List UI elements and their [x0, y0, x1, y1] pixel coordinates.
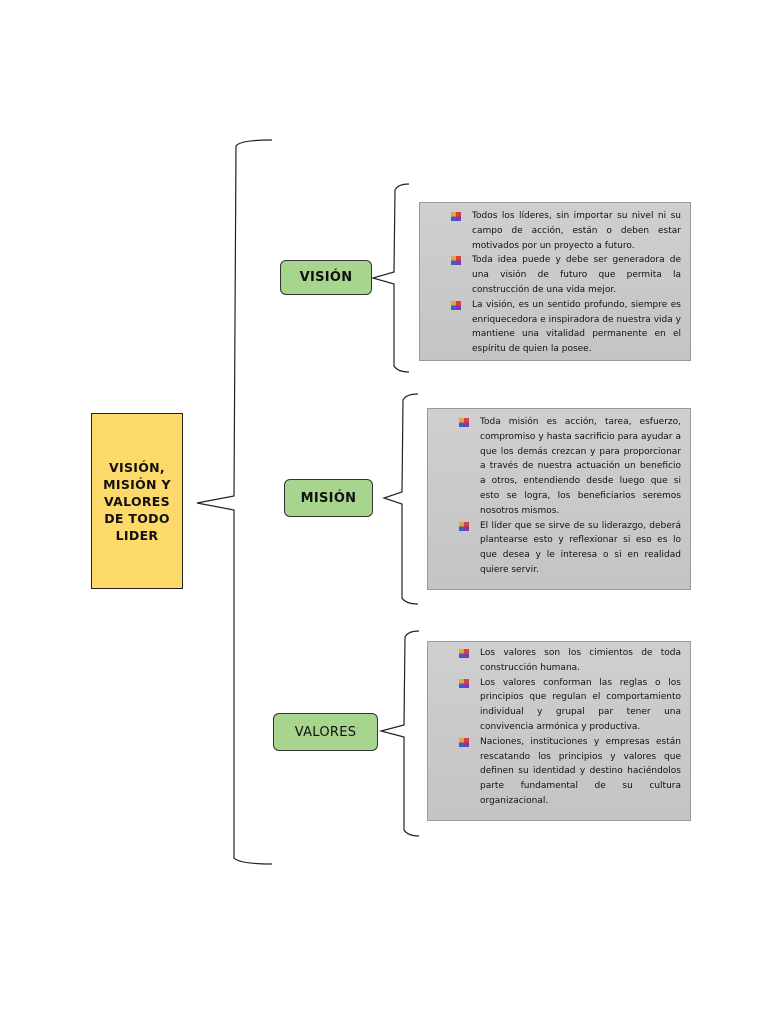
- root-concept-box: VISIÓN, MISIÓN Y VALORES DE TODO LIDER: [91, 413, 183, 589]
- list-item: Todos los líderes, sin importar su nivel…: [446, 209, 681, 253]
- main-bracket: [196, 139, 273, 865]
- multicolor-square-bullet-icon: [459, 678, 469, 688]
- mision-info-box: Toda misión es acción, tarea, esfuerzo, …: [427, 408, 691, 590]
- multicolor-square-bullet-icon: [451, 300, 461, 310]
- list-item: Toda idea puede y debe ser generadora de…: [446, 253, 681, 297]
- branch-valores-label: VALORES: [294, 724, 357, 740]
- root-title: VISIÓN, MISIÓN Y VALORES DE TODO LIDER: [103, 459, 171, 543]
- branch-mision-label: MISIÓN: [300, 490, 357, 506]
- vision-bracket: [370, 183, 410, 373]
- mision-bracket: [382, 393, 419, 605]
- multicolor-square-bullet-icon: [451, 212, 461, 221]
- branch-vision-node: VISIÓN: [280, 260, 372, 295]
- list-item: Naciones, instituciones y empresas están…: [454, 735, 681, 809]
- list-item: Toda misión es acción, tarea, esfuerzo, …: [454, 415, 681, 519]
- list-item: La visión, es un sentido profundo, siemp…: [446, 298, 681, 357]
- branch-vision-label: VISIÓN: [299, 270, 353, 285]
- list-item: Los valores son los cimientos de toda co…: [454, 646, 681, 676]
- branch-valores-node: VALORES: [273, 713, 378, 751]
- vision-info-box: Todos los líderes, sin importar su nivel…: [419, 202, 691, 361]
- valores-info-box: Los valores son los cimientos de toda co…: [427, 641, 691, 821]
- list-item: El líder que se sirve de su liderazgo, d…: [454, 519, 681, 578]
- list-item: Los valores conforman las reglas o los p…: [454, 676, 681, 735]
- multicolor-square-bullet-icon: [459, 418, 469, 427]
- multicolor-square-bullet-icon: [459, 649, 469, 658]
- multicolor-square-bullet-icon: [451, 256, 461, 266]
- branch-mision-node: MISIÓN: [284, 479, 373, 517]
- multicolor-square-bullet-icon: [459, 737, 469, 747]
- multicolor-square-bullet-icon: [459, 521, 469, 531]
- valores-bracket: [378, 630, 420, 837]
